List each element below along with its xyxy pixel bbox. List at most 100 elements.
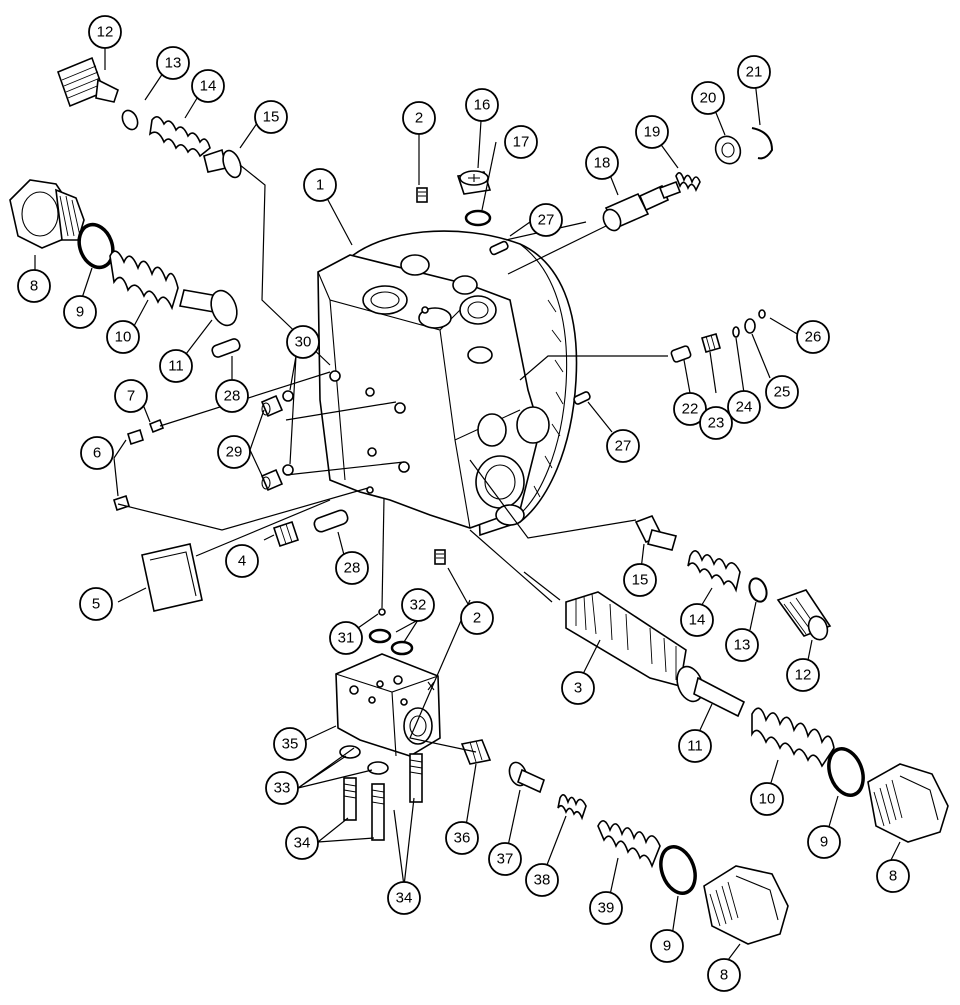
spring-39 [597,820,661,869]
svg-text:9: 9 [76,304,84,321]
plug-8-top [9,179,85,249]
spring-10-top [109,250,179,311]
callout-35: 35 [273,727,307,761]
relief-plug-12-right [776,589,832,641]
bolt-34-a [343,777,357,821]
pin-27-top [489,240,509,256]
svg-text:18: 18 [594,155,611,172]
poppet-11-top [179,289,238,327]
svg-text:10: 10 [115,329,132,346]
callout-3: 3 [561,671,595,705]
callout-9: 9 [807,825,841,859]
svg-text:38: 38 [534,872,551,889]
callout-30: 30 [286,325,320,359]
plug-29-upper [260,394,284,418]
svg-text:37: 37 [497,851,514,868]
callout-9: 9 [650,929,684,963]
callout-16: 16 [465,88,499,122]
callout-7: 7 [114,379,148,413]
plug-6-upper [127,428,144,446]
seat-20 [714,135,742,165]
pin-28-left [211,338,241,358]
ball-31 [378,608,386,616]
spring-14-right [687,550,741,593]
callout-28: 28 [215,379,249,413]
callout-34: 34 [387,881,421,915]
pin-28-lower [313,509,349,533]
plug-29-lower [260,468,284,492]
svg-text:15: 15 [263,109,280,126]
o-ring-32-right [390,640,414,656]
svg-text:2: 2 [415,110,423,127]
callout-5: 5 [79,587,113,621]
valve-body [317,230,578,537]
o-ring-9-bottom [659,845,697,895]
svg-text:36: 36 [454,830,471,847]
callout-31: 31 [329,621,363,655]
svg-text:24: 24 [736,399,753,416]
bolt-34-c [409,753,423,803]
svg-text:34: 34 [294,835,311,852]
svg-text:4: 4 [238,553,246,570]
callout-14: 14 [680,603,714,637]
callout-10: 10 [750,782,784,816]
snap-ring-21 [751,127,774,160]
callout-10: 10 [106,320,140,354]
callout-17: 17 [504,125,538,159]
callout-1: 1 [303,168,337,202]
callout-29: 29 [217,435,251,469]
callout-27: 27 [529,203,563,237]
callout-15: 15 [623,563,657,597]
callout-36: 36 [445,821,479,855]
svg-text:11: 11 [168,358,184,375]
plug-16 [456,170,492,195]
callout-11: 11 [159,349,193,383]
ring-24 [732,326,740,338]
svg-text:34: 34 [396,890,413,907]
callout-37: 37 [488,842,522,876]
pin-27-right [573,391,591,405]
spring-38 [557,794,587,821]
callout-33: 33 [265,771,299,805]
ball-30-lower [282,464,294,476]
svg-text:7: 7 [127,388,135,405]
svg-text:28: 28 [224,388,241,405]
callout-18: 18 [585,146,619,180]
callout-11: 11 [678,729,712,763]
callout-39: 39 [589,891,623,925]
callout-12: 12 [88,15,122,49]
svg-text:15: 15 [632,572,649,589]
plug-4 [272,520,300,548]
svg-text:21: 21 [746,64,763,81]
callout-8: 8 [707,958,741,992]
plug-8-right [867,763,949,843]
svg-text:12: 12 [97,24,114,41]
svg-text:8: 8 [720,967,728,984]
callout-23: 23 [699,406,733,440]
callout-19: 19 [635,115,669,149]
callout-28: 28 [335,551,369,585]
svg-text:17: 17 [513,134,530,151]
callout-27: 27 [606,429,640,463]
svg-text:13: 13 [165,55,182,72]
callout-26: 26 [796,320,830,354]
plug-23 [701,333,721,353]
svg-text:31: 31 [338,630,355,647]
svg-text:1: 1 [316,177,324,194]
svg-text:3: 3 [574,680,582,697]
callout-12: 12 [786,658,820,692]
svg-text:10: 10 [759,791,776,808]
poppet-37 [508,761,545,794]
svg-text:5: 5 [92,596,100,613]
plug-8-bottom [703,865,789,945]
callout-34: 34 [285,826,319,860]
svg-text:6: 6 [93,445,101,462]
svg-text:29: 29 [226,444,243,461]
plug-7 [148,418,165,434]
ring-13-right [748,577,768,603]
svg-text:9: 9 [820,834,828,851]
svg-text:9: 9 [663,938,671,955]
callout-bubbles: 1 2 2 3 4 5 6 7 8 8 8 9 9 9 10 10 11 11 … [17,15,910,992]
